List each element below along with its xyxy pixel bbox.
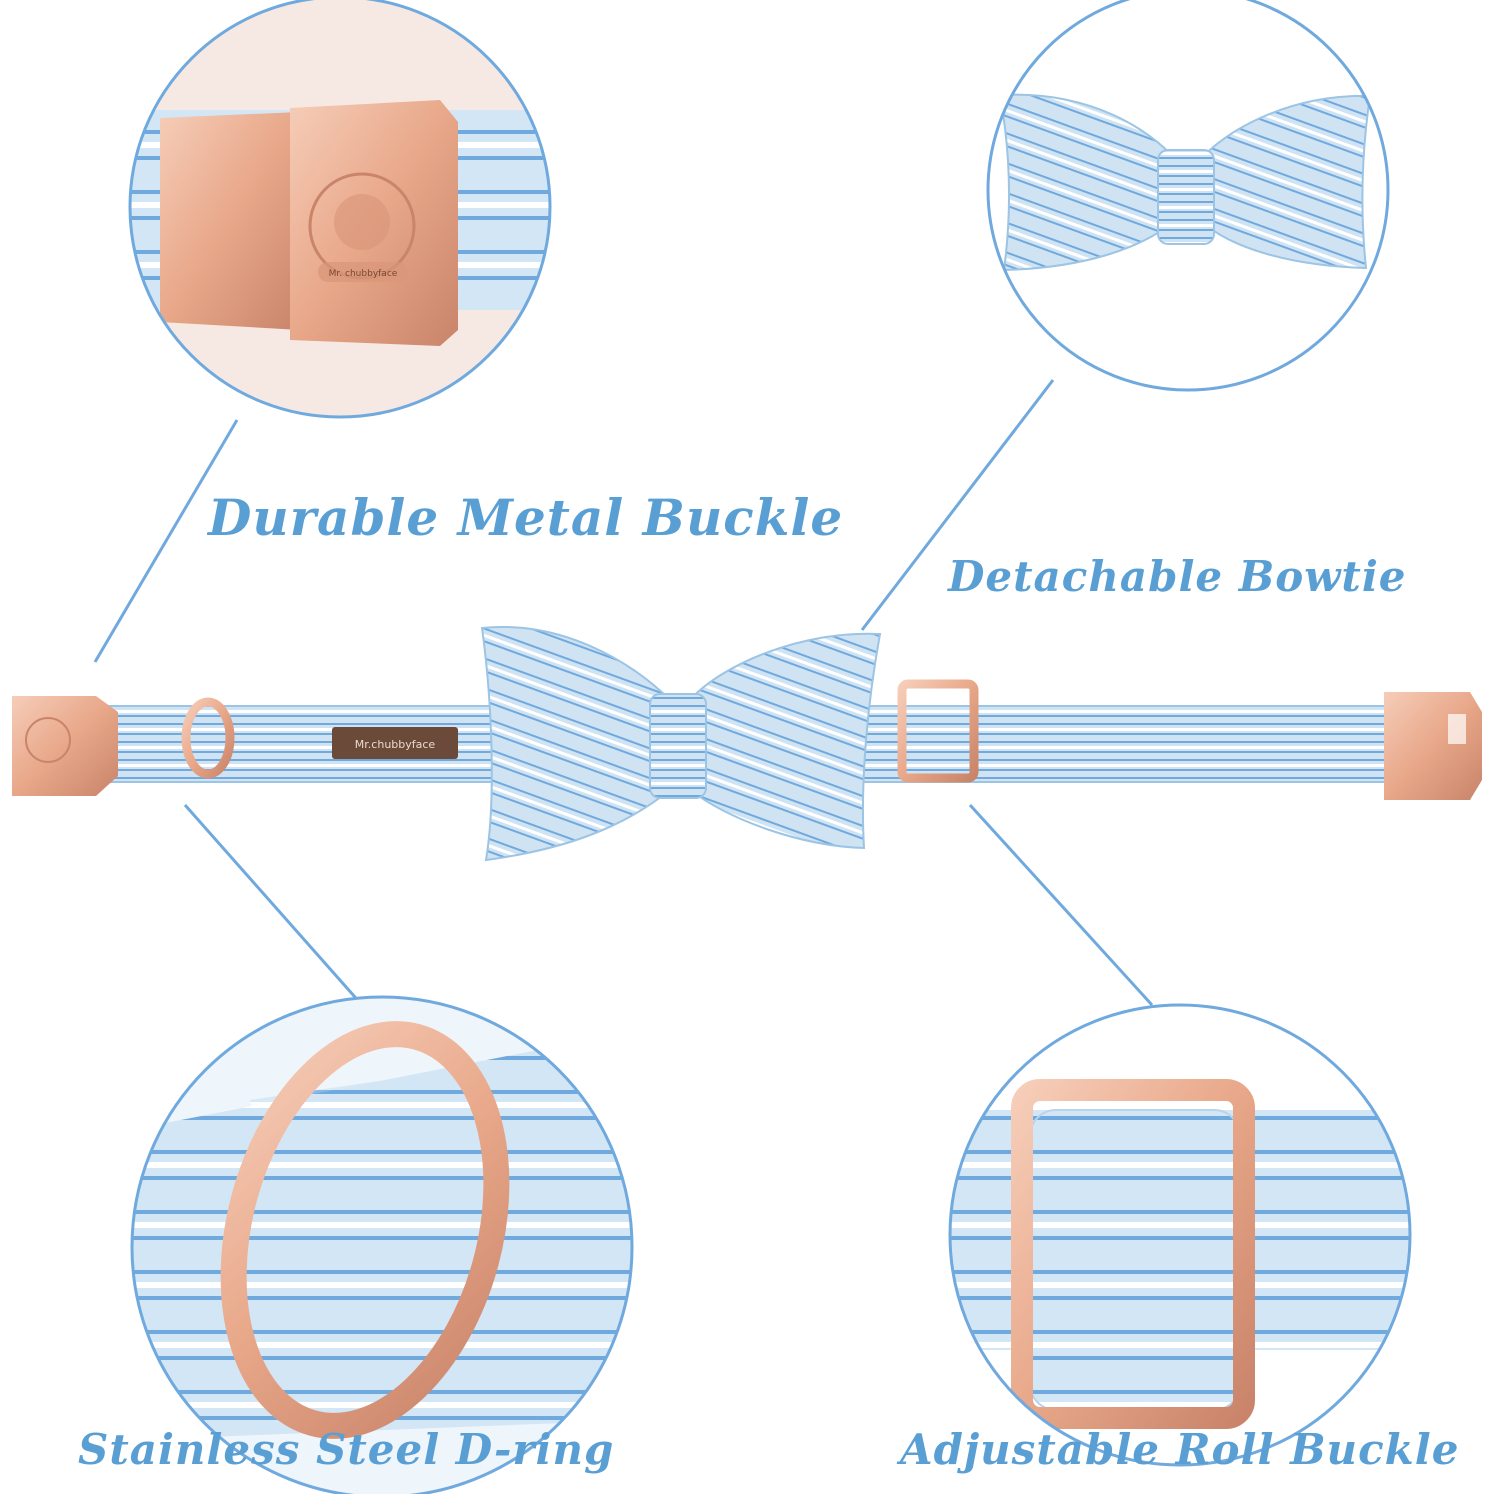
bowtie	[480, 626, 882, 862]
label-stainless-steel-dring: Stainless Steel D-ring	[78, 1425, 615, 1474]
label-adjustable-roll-buckle: Adjustable Roll Buckle	[900, 1425, 1460, 1474]
closeup-dring-ring	[130, 995, 634, 1494]
closeup-bowtie	[986, 0, 1390, 392]
closeup-roll-buckle-ring	[948, 1003, 1412, 1467]
brand-tag-text: Mr.chubbyface	[355, 738, 436, 751]
d-ring-icon	[181, 697, 235, 779]
brand-tag: Mr.chubbyface	[332, 727, 458, 759]
label-detachable-bowtie: Detachable Bowtie	[948, 552, 1407, 601]
buckle-right-icon	[1384, 692, 1482, 800]
closeup-roll-buckle	[948, 1003, 1412, 1467]
label-durable-metal-buckle: Durable Metal Buckle	[208, 488, 844, 547]
callout-line-buckle	[93, 419, 239, 663]
callout-line-bowtie	[860, 379, 1055, 631]
callout-line-roll	[968, 803, 1154, 1007]
callout-line-dring	[183, 804, 364, 1006]
slide-buckle-icon	[897, 679, 979, 783]
buckle-brand-text: Mr. chubbyface	[329, 269, 398, 279]
closeup-bowtie-ring	[986, 0, 1390, 392]
buckle-left-icon	[12, 696, 118, 796]
closeup-dring	[130, 995, 634, 1494]
bowtie-knot	[649, 693, 707, 799]
closeup-buckle: Mr. chubbyface	[128, 0, 552, 419]
closeup-buckle-ring	[128, 0, 552, 419]
callout-lines	[93, 379, 1154, 1007]
